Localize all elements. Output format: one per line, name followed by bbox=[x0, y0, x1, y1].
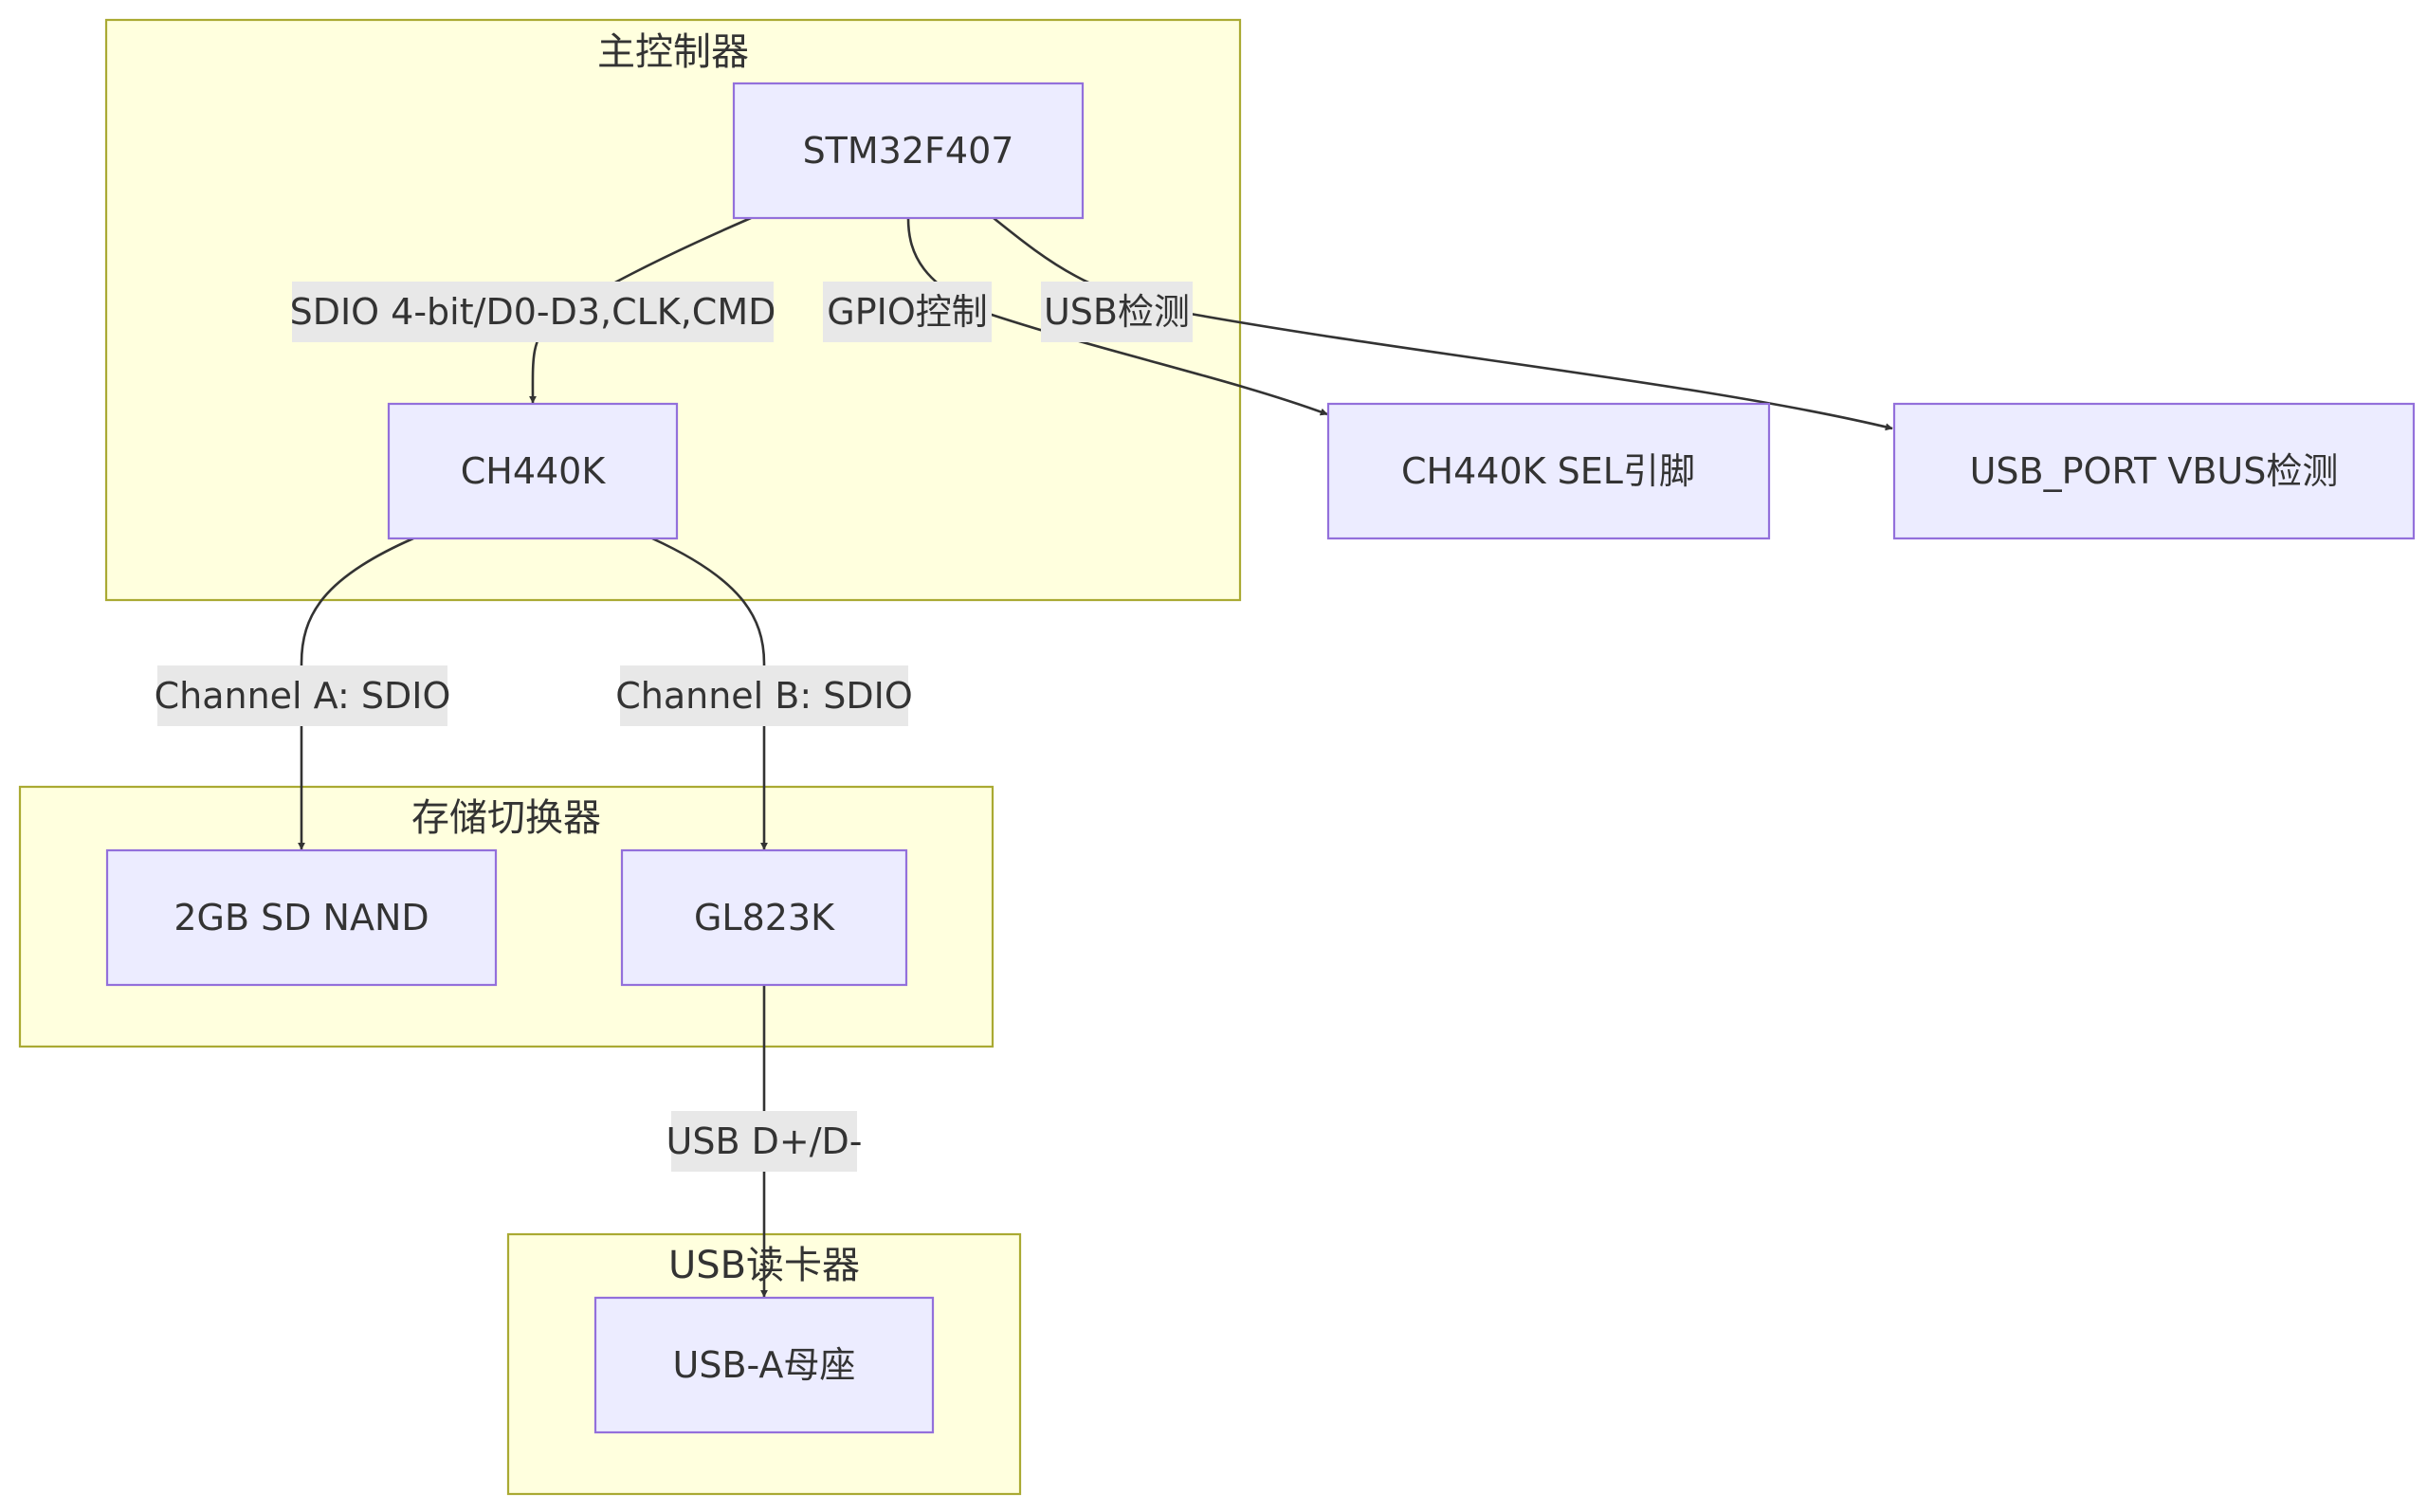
edge-label-sdio-bg bbox=[292, 282, 774, 342]
node-ch440k-sel-pin-box bbox=[1326, 402, 1771, 540]
edge-usb-detect bbox=[993, 216, 1893, 431]
cluster-main-controller-label: 主控制器 bbox=[597, 30, 749, 74]
node-2gb-sd-nand: 2GB SD NAND bbox=[105, 848, 498, 987]
edge-label-usb-detect-text: USB检测 bbox=[1044, 291, 1190, 333]
edge-label-usb-detect-bg bbox=[1041, 282, 1193, 342]
node-usb-port-vbus: USB_PORT VBUS检测 bbox=[1892, 402, 2416, 540]
edge-label-sdio: SDIO 4-bit/D0-D3,CLK,CMD bbox=[290, 282, 776, 342]
edge-channel-b bbox=[651, 537, 768, 850]
node-stm32f407-box bbox=[732, 82, 1085, 220]
edge-label-channel-b-bg bbox=[620, 665, 908, 726]
edge-channel-a bbox=[298, 537, 414, 850]
edge-label-channel-a-bg bbox=[157, 665, 447, 726]
node-usb-port-vbus-label: USB_PORT VBUS检测 bbox=[1970, 450, 2339, 492]
node-usb-a-socket: USB-A母座 bbox=[593, 1296, 935, 1434]
edge-label-usb-data: USB D+/D- bbox=[666, 1111, 863, 1172]
node-gl823k-box bbox=[620, 848, 908, 987]
edge-label-usb-data-bg bbox=[671, 1111, 857, 1172]
edge-label-channel-b: Channel B: SDIO bbox=[615, 665, 913, 726]
node-ch440k: CH440K bbox=[387, 402, 679, 540]
edge-label-usb-detect: USB检测 bbox=[1041, 282, 1193, 342]
cluster-storage-switch-label: 存储切换器 bbox=[411, 796, 601, 840]
node-gl823k-label: GL823K bbox=[694, 897, 835, 938]
node-2gb-sd-nand-label: 2GB SD NAND bbox=[173, 897, 429, 938]
edge-label-usb-data-text: USB D+/D- bbox=[666, 1120, 863, 1162]
edge-label-channel-a: Channel A: SDIO bbox=[155, 665, 451, 726]
edge-label-gpio: GPIO控制 bbox=[823, 282, 992, 342]
node-stm32f407-label: STM32F407 bbox=[803, 130, 1014, 172]
node-ch440k-box bbox=[387, 402, 679, 540]
edge-gpio bbox=[906, 217, 1328, 416]
edge-label-gpio-bg bbox=[823, 282, 992, 342]
node-usb-port-vbus-box bbox=[1892, 402, 2416, 540]
node-ch440k-label: CH440K bbox=[461, 450, 607, 492]
node-ch440k-sel-pin: CH440K SEL引脚 bbox=[1326, 402, 1771, 540]
node-stm32f407: STM32F407 bbox=[732, 82, 1085, 220]
edge-label-channel-a-text: Channel A: SDIO bbox=[155, 675, 451, 717]
node-usb-a-socket-label: USB-A母座 bbox=[673, 1344, 856, 1386]
node-ch440k-sel-pin-label: CH440K SEL引脚 bbox=[1401, 450, 1695, 492]
edge-label-gpio-text: GPIO控制 bbox=[827, 291, 987, 333]
edge-label-sdio-text: SDIO 4-bit/D0-D3,CLK,CMD bbox=[290, 291, 776, 333]
edge-label-channel-b-text: Channel B: SDIO bbox=[615, 675, 913, 717]
node-gl823k: GL823K bbox=[620, 848, 908, 987]
node-usb-a-socket-box bbox=[593, 1296, 935, 1434]
node-2gb-sd-nand-box bbox=[105, 848, 498, 987]
